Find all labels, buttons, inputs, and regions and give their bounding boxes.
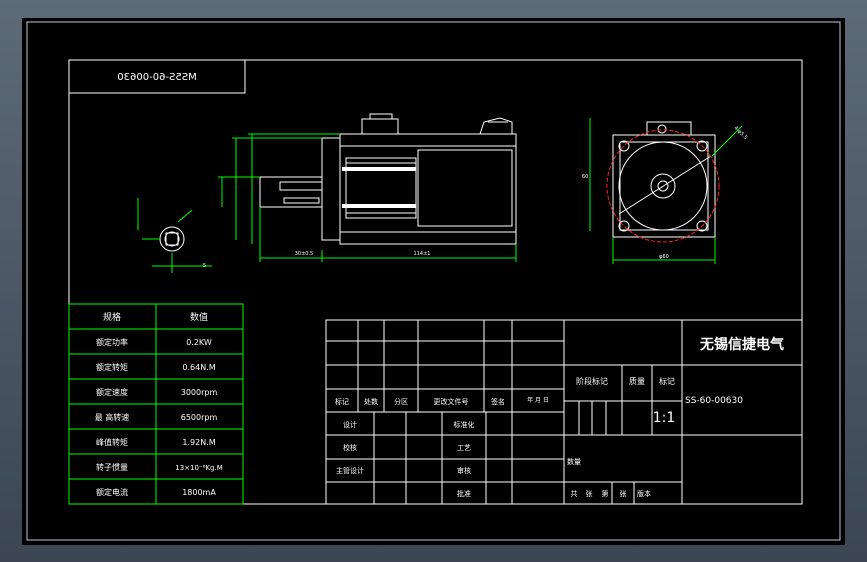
spec-row-value: 6500rpm bbox=[181, 413, 218, 422]
shaft-detail bbox=[137, 198, 212, 273]
header-zone: 分区 bbox=[394, 397, 408, 406]
shaft-key-dim: 5 bbox=[203, 263, 206, 269]
spec-row-name: 额定速度 bbox=[96, 387, 128, 397]
mirrored-number-box: MS5S-60-00630 bbox=[68, 59, 246, 94]
spec-row-value: 0.64N.M bbox=[182, 363, 215, 372]
spec-row-name: 额定功率 bbox=[96, 337, 128, 347]
role-process: 工艺 bbox=[457, 444, 471, 452]
spec-header-name: 规格 bbox=[103, 311, 121, 323]
role-check: 校核 bbox=[343, 443, 357, 452]
sheet-version: 版本 bbox=[637, 489, 651, 498]
company-name: 无锡信捷电气 bbox=[699, 336, 784, 353]
drawing-border bbox=[68, 59, 803, 505]
header-count: 处数 bbox=[364, 397, 378, 406]
spec-row-name: 额定电流 bbox=[96, 487, 128, 497]
shaft-length-dim: 30±0.5 bbox=[295, 251, 314, 257]
spec-row-value: 1800mA bbox=[182, 488, 216, 497]
sheet-sheets: 张 bbox=[586, 489, 593, 498]
drawing-number: SS-60-00630 bbox=[685, 396, 743, 406]
spec-header-value: 数值 bbox=[190, 311, 208, 323]
header-date: 年 月 日 bbox=[527, 396, 549, 404]
title-block bbox=[325, 319, 803, 505]
scale-value: 1:1 bbox=[653, 410, 676, 426]
front-view bbox=[589, 118, 743, 264]
role-design: 设计 bbox=[343, 420, 357, 429]
header-stage-mark: 阶段标记 bbox=[576, 376, 608, 386]
role-chief-design: 主管设计 bbox=[336, 466, 364, 475]
front-height-dim: 60 bbox=[582, 174, 588, 180]
sheet-total: 共 bbox=[571, 489, 578, 498]
header-weight: 质量 bbox=[629, 376, 645, 386]
spec-row-name: 额定转矩 bbox=[96, 362, 128, 372]
header-scale: 标记 bbox=[659, 376, 675, 386]
drawing-canvas[interactable]: MS5S-60-00630 bbox=[22, 18, 845, 545]
spec-row-name: 最 高转速 bbox=[95, 412, 130, 422]
role-review: 审核 bbox=[457, 466, 471, 475]
drawing-svg: MS5S-60-00630 bbox=[26, 21, 841, 541]
header-revision-mark: 标记 bbox=[335, 397, 349, 406]
spec-table: 规格 数值 额定功率 0.2KW 额定转矩 0.64N.M 额定速度 3000r… bbox=[68, 303, 244, 505]
side-length-dim: 114±1 bbox=[414, 251, 431, 257]
material-label: 数量 bbox=[567, 457, 581, 466]
header-signature: 签名 bbox=[491, 397, 505, 406]
spec-row-value: 13×10⁻⁶Kg.M bbox=[175, 464, 222, 472]
front-width-dim: φ60 bbox=[659, 254, 669, 260]
sheet-page-sheets: 张 bbox=[620, 489, 627, 498]
outer-frame bbox=[26, 21, 841, 541]
spec-row-name: 转子惯量 bbox=[96, 462, 128, 472]
role-standardize: 标准化 bbox=[454, 420, 475, 429]
mirrored-number: MS5S-60-00630 bbox=[117, 72, 196, 83]
spec-row-value: 1.92N.M bbox=[182, 438, 215, 447]
spec-row-name: 峰值转矩 bbox=[96, 437, 128, 447]
sheet-page: 第 bbox=[602, 489, 609, 498]
side-view bbox=[218, 113, 517, 262]
spec-row-value: 3000rpm bbox=[181, 388, 218, 397]
header-change-doc: 更改文件号 bbox=[434, 397, 469, 406]
spec-row-value: 0.2KW bbox=[186, 338, 212, 347]
role-approve: 批准 bbox=[457, 489, 471, 498]
